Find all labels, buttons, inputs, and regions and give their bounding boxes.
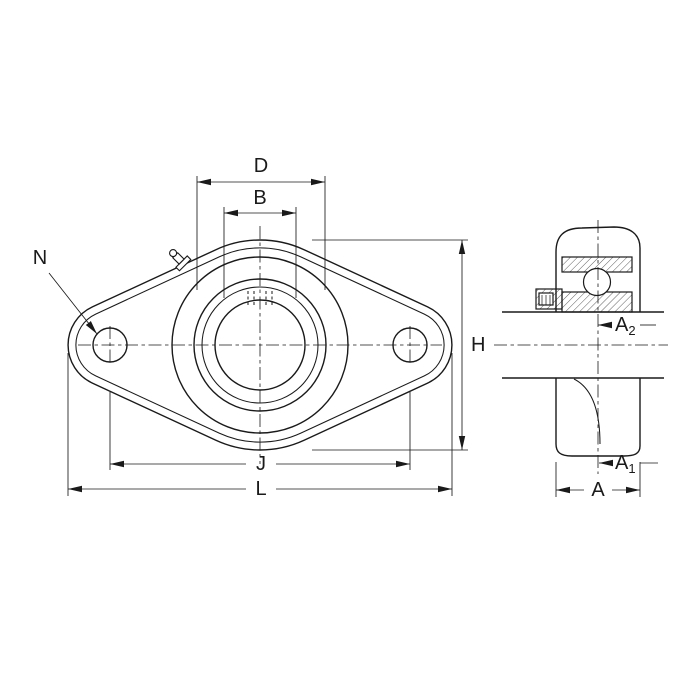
housing-cavity-curve bbox=[573, 378, 601, 445]
dim-label-a: A bbox=[591, 479, 605, 501]
dimension-B: B bbox=[223, 187, 297, 298]
dim-label-b: B bbox=[253, 187, 266, 209]
dim-label-a2: A2 bbox=[615, 314, 636, 338]
dim-label-a1: A1 bbox=[615, 452, 636, 476]
flange-outline bbox=[67, 239, 453, 451]
dimension-H: H bbox=[312, 239, 485, 451]
dimension-A1: A1 bbox=[599, 452, 658, 476]
dim-label-j: J bbox=[256, 453, 266, 475]
dim-b-extension-lines bbox=[223, 207, 297, 298]
side-view bbox=[494, 220, 668, 474]
dimension-J: J bbox=[109, 392, 411, 475]
flange-inner-edge bbox=[75, 247, 445, 443]
dim-label-l: L bbox=[255, 478, 266, 500]
shaft-lines bbox=[502, 311, 664, 379]
dimension-L: L bbox=[67, 353, 453, 500]
dim-label-h: H bbox=[471, 334, 485, 356]
grease-fitting-tip bbox=[169, 249, 178, 258]
front-view bbox=[67, 226, 453, 464]
dimensions: D B N H J L bbox=[33, 155, 658, 501]
dim-j-extension-lines bbox=[109, 392, 411, 470]
dim-l-extension-lines bbox=[67, 353, 453, 496]
dim-label-n: N bbox=[33, 247, 47, 269]
dimension-A2: A2 bbox=[598, 314, 656, 338]
dimension-D: D bbox=[196, 155, 326, 290]
dim-h-extension-lines bbox=[312, 239, 468, 451]
set-screw-threads bbox=[541, 295, 551, 305]
dimension-A: A bbox=[555, 462, 641, 501]
dim-d-extension-lines bbox=[196, 176, 326, 290]
front-centerlines bbox=[78, 226, 442, 464]
dimension-N: N bbox=[33, 247, 98, 335]
dim-n-leader bbox=[48, 272, 98, 335]
ball bbox=[582, 267, 612, 297]
grease-fitting bbox=[169, 249, 192, 272]
dim-label-d: D bbox=[254, 155, 268, 177]
side-centerlines bbox=[494, 220, 668, 474]
set-screw-hidden-lines bbox=[247, 291, 273, 305]
